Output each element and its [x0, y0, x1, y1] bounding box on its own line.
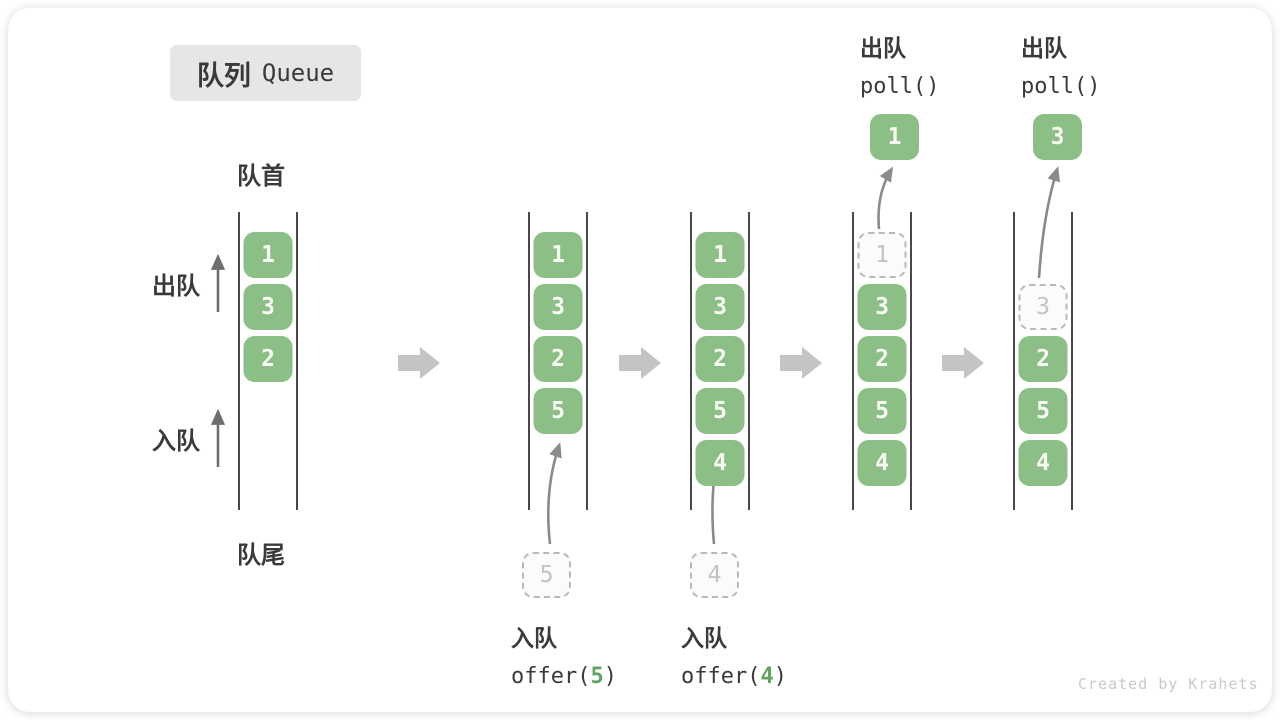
- code-prefix: offer(: [681, 664, 761, 689]
- staged-value-cell: 4: [690, 552, 739, 598]
- queue-cell-value: 3: [243, 284, 293, 330]
- queue-cell-removed: 3: [1018, 284, 1068, 330]
- enqueue-op-caption-1: 入队 offer(5): [511, 619, 617, 689]
- queue-front-label: 队首: [237, 163, 285, 190]
- queue-cell-value: 5: [1018, 388, 1068, 434]
- title-zh: 队列: [196, 60, 251, 91]
- queue-rail: [296, 212, 298, 510]
- enqueue-op-label: 入队: [681, 625, 727, 651]
- queue-rail: [852, 212, 854, 510]
- staged-value-cell: 5: [522, 552, 571, 598]
- title-badge: 队列 Queue: [170, 45, 361, 101]
- code-arg: 5: [590, 664, 604, 689]
- queue-cell-value: 3: [533, 284, 583, 330]
- queue-cell-value: 1: [695, 232, 745, 278]
- code-arg: 4: [760, 664, 774, 689]
- queue-cell-value: 1: [533, 232, 583, 278]
- dequeue-op-caption-2: 出队 poll(): [1021, 29, 1100, 99]
- step-arrow-icon: [780, 347, 822, 379]
- queue-rail: [1013, 212, 1015, 510]
- dequeue-side-label: 出队: [152, 273, 200, 300]
- queue-cell-value: 4: [857, 440, 907, 486]
- queue-cell-value: 2: [695, 336, 745, 382]
- queue-rear-label: 队尾: [237, 542, 285, 569]
- queue-rail: [238, 212, 240, 510]
- queue-state-2: 1 3 2 5: [528, 212, 588, 510]
- queue-cell-value: 5: [533, 388, 583, 434]
- step-arrow-icon: [619, 347, 661, 379]
- queue-state-5: 3 2 5 4: [1013, 212, 1073, 510]
- dequeue-op-caption-1: 出队 poll(): [860, 29, 939, 99]
- dequeue-op-label: 出队: [1021, 35, 1067, 61]
- dequeue-op-code: poll(): [860, 74, 940, 99]
- dequeue-op-label: 出队: [860, 35, 906, 61]
- step-arrow-icon: [942, 347, 984, 379]
- queue-cell-value: 2: [533, 336, 583, 382]
- queue-cell-value: 4: [695, 440, 745, 486]
- step-arrow-icon: [398, 347, 440, 379]
- queue-state-1: 1 3 2: [238, 212, 298, 510]
- queue-cell-value: 2: [243, 336, 293, 382]
- dequeue-op-code: poll(): [1021, 74, 1101, 99]
- queue-state-3: 1 3 2 5 4: [690, 212, 750, 510]
- queue-rail: [690, 212, 692, 510]
- queue-cell-value: 5: [695, 388, 745, 434]
- queue-cell-value: 3: [695, 284, 745, 330]
- queue-cell-removed: 1: [857, 232, 907, 278]
- queue-cell-value: 4: [1018, 440, 1068, 486]
- code-suffix: ): [603, 664, 617, 689]
- code-suffix: ): [773, 664, 787, 689]
- code-prefix: offer(: [511, 664, 591, 689]
- queue-rail: [748, 212, 750, 510]
- enqueue-op-code: offer(4): [681, 664, 787, 689]
- queue-cell-value: 1: [243, 232, 293, 278]
- enqueue-op-label: 入队: [511, 625, 557, 651]
- queue-cell-value: 5: [857, 388, 907, 434]
- enqueue-side-label: 入队: [152, 428, 200, 455]
- popped-value-cell: 3: [1033, 114, 1082, 160]
- enqueue-op-caption-2: 入队 offer(4): [681, 619, 787, 689]
- title-en: Queue: [261, 59, 335, 87]
- queue-rail: [528, 212, 530, 510]
- watermark: Created by Krahets: [1078, 675, 1259, 693]
- queue-cell-value: 2: [857, 336, 907, 382]
- queue-cell-value: 2: [1018, 336, 1068, 382]
- queue-cell-value: 3: [857, 284, 907, 330]
- enqueue-op-code: offer(5): [511, 664, 617, 689]
- queue-rail: [586, 212, 588, 510]
- queue-rail: [1071, 212, 1073, 510]
- queue-state-4: 1 3 2 5 4: [852, 212, 912, 510]
- popped-value-cell: 1: [870, 114, 919, 160]
- queue-rail: [910, 212, 912, 510]
